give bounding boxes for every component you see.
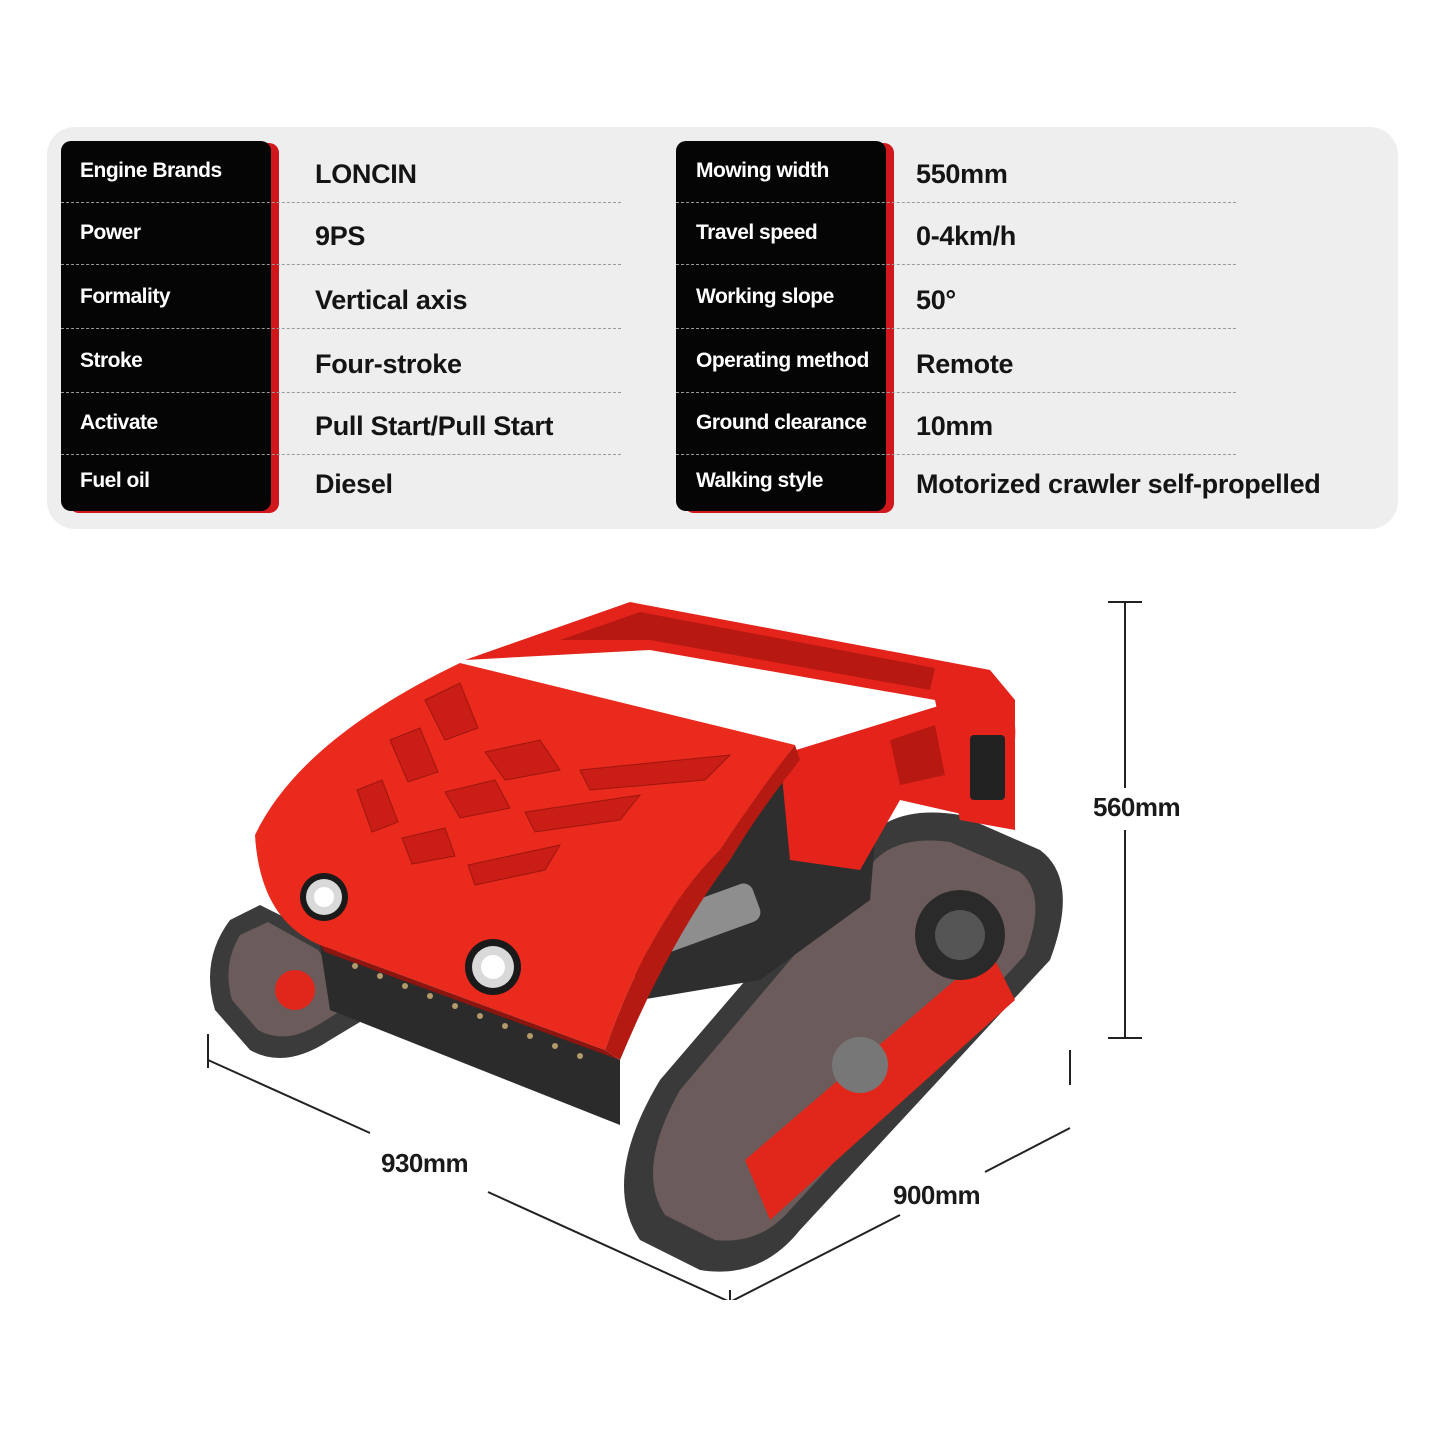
mower-skirt xyxy=(320,945,620,1125)
spec-row-power: Power 9PS xyxy=(61,203,621,265)
right-track xyxy=(624,812,1063,1272)
spec-value: Remote xyxy=(916,349,1014,379)
spec-label: Engine Brands xyxy=(80,159,222,182)
spec-label: Fuel oil xyxy=(80,469,150,492)
spec-value: 550mm xyxy=(916,159,1008,189)
spec-row-formality: Formality Vertical axis xyxy=(61,267,621,329)
spec-panel: Engine Brands LONCIN Power 9PS Formality… xyxy=(47,127,1398,529)
spec-row-fuel-oil: Fuel oil Diesel xyxy=(61,451,621,513)
spec-value: Diesel xyxy=(315,469,393,499)
width-dimension-label: 900mm xyxy=(893,1180,981,1210)
spec-row-activate: Activate Pull Start/Pull Start xyxy=(61,393,621,455)
spec-label: Power xyxy=(80,221,141,244)
row-divider xyxy=(61,392,621,393)
spec-label: Travel speed xyxy=(696,221,818,244)
spec-row-working-slope: Working slope 50° xyxy=(676,267,1236,329)
headlight-right xyxy=(465,939,521,995)
row-divider xyxy=(61,454,621,455)
cover-vents xyxy=(356,682,732,886)
spec-label: Activate xyxy=(80,411,158,434)
spec-label: Ground clearance xyxy=(696,411,867,434)
spec-row-stroke: Stroke Four-stroke xyxy=(61,331,621,393)
spec-value: Vertical axis xyxy=(315,285,468,315)
spec-label: Mowing width xyxy=(696,159,829,182)
spec-block-left: Engine Brands LONCIN Power 9PS Formality… xyxy=(61,141,621,511)
spec-value: Pull Start/Pull Start xyxy=(315,411,554,441)
spec-value: Motorized crawler self-propelled xyxy=(916,469,1321,499)
spec-row-walking-style: Walking style Motorized crawler self-pro… xyxy=(676,451,1321,513)
row-divider xyxy=(676,264,1236,265)
height-dimension-line xyxy=(1108,601,1142,1039)
spec-value: 9PS xyxy=(315,221,366,251)
bolt-strip xyxy=(352,963,583,1059)
row-divider xyxy=(61,264,621,265)
length-dimension-label: 930mm xyxy=(381,1148,469,1178)
spec-label: Walking style xyxy=(696,469,823,492)
spec-value: 50° xyxy=(916,285,956,315)
spec-value: LONCIN xyxy=(315,159,417,189)
spec-row-ground-clearance: Ground clearance 10mm xyxy=(676,393,1236,455)
spec-value: Four-stroke xyxy=(315,349,462,379)
spec-value: 0-4km/h xyxy=(916,221,1016,251)
spec-row-engine-brands: Engine Brands LONCIN xyxy=(61,141,621,203)
left-track xyxy=(210,905,380,1058)
row-divider xyxy=(676,202,1236,203)
spec-label: Formality xyxy=(80,285,171,308)
spec-row-mowing-width: Mowing width 550mm xyxy=(676,141,1236,203)
spec-block-right: Mowing width 550mm Travel speed 0-4km/h … xyxy=(676,141,1321,513)
side-panel xyxy=(780,690,1016,870)
spec-label: Stroke xyxy=(80,349,143,372)
spec-value: 10mm xyxy=(916,411,993,441)
row-divider xyxy=(676,454,1236,455)
spec-label: Operating method xyxy=(696,349,869,372)
height-dimension-label: 560mm xyxy=(1093,792,1181,822)
row-divider xyxy=(61,328,621,329)
row-divider xyxy=(676,328,1236,329)
length-dimension-line xyxy=(207,1034,731,1300)
row-divider xyxy=(676,392,1236,393)
spec-label: Working slope xyxy=(696,285,834,308)
spec-row-operating-method: Operating method Remote xyxy=(676,331,1236,393)
width-dimension-line xyxy=(731,1050,1071,1300)
mower-illustration xyxy=(207,601,1142,1300)
headlight-left xyxy=(300,873,348,921)
row-divider xyxy=(61,202,621,203)
spec-row-travel-speed: Travel speed 0-4km/h xyxy=(676,203,1236,265)
